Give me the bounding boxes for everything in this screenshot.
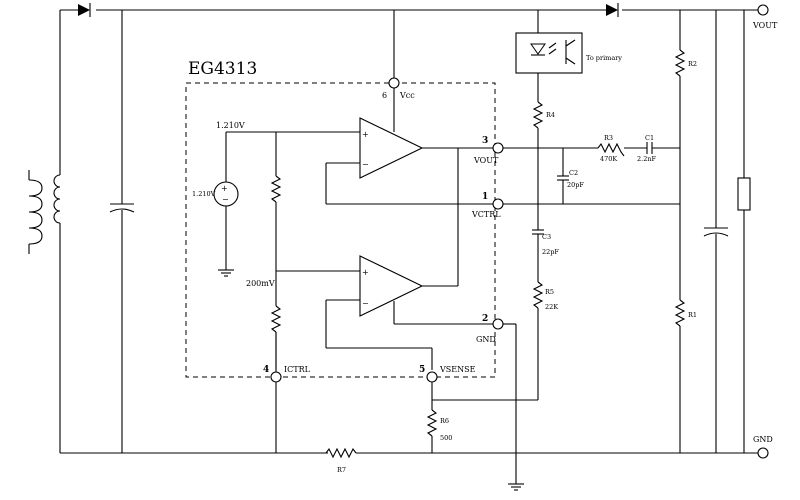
- pin-3-label: VOUT: [473, 156, 499, 165]
- c1-value: 2.2nF: [637, 155, 657, 163]
- error-amplifier: + −: [359, 117, 424, 179]
- capacitor-c2: [557, 175, 569, 181]
- c3-label: C3: [542, 233, 551, 241]
- r2-label: R2: [688, 60, 697, 68]
- r3-label: R3: [604, 134, 613, 142]
- capacitor-c1: [646, 142, 653, 154]
- pin-6-label: Vcc: [399, 91, 415, 100]
- pin-2-label: GND: [476, 335, 496, 344]
- chip-name: EG4313: [188, 59, 257, 79]
- svg-text:−: −: [222, 195, 229, 204]
- output-diode: [606, 3, 619, 17]
- resistor-r1: [674, 299, 686, 327]
- r3-value: 470K: [600, 155, 617, 163]
- r5-value: 22K: [545, 303, 558, 311]
- divider-resistor-bottom: [270, 305, 282, 333]
- internal-ground: [218, 269, 234, 277]
- r7-label: R7: [337, 466, 346, 474]
- reference-voltage-source: + −: [213, 181, 239, 207]
- pin-5-number: 5: [419, 365, 425, 375]
- gnd-label: GND: [753, 435, 773, 444]
- r5-label: R5: [545, 288, 554, 296]
- resistor-r3: [597, 142, 625, 157]
- pin-1-label: VCTRL: [471, 210, 501, 219]
- pin-3-vout: [492, 142, 504, 154]
- load-resistor: [737, 177, 751, 211]
- gnd-terminal[interactable]: [757, 447, 769, 459]
- pin-4-number: 4: [263, 365, 269, 375]
- mid-voltage: 200mV: [246, 279, 275, 288]
- input-diode: [78, 3, 91, 17]
- resistor-r7: [325, 447, 357, 459]
- output-capacitor: [703, 10, 729, 453]
- pin-1-vctrl: [492, 198, 504, 210]
- vref-source-label: 1.210V: [192, 190, 216, 198]
- ic-boundary: [185, 82, 496, 378]
- resistor-r5: [532, 281, 544, 309]
- vref-value: 1.210V: [216, 121, 245, 130]
- input-capacitor: [109, 10, 135, 453]
- transformer-coil: [28, 10, 61, 453]
- r4-label: R4: [546, 111, 555, 119]
- pin-4-label: ICTRL: [284, 365, 311, 374]
- pin-3-number: 3: [482, 136, 488, 146]
- pin-2-gnd: [492, 318, 504, 330]
- c1-label: C1: [645, 134, 654, 142]
- svg-text:−: −: [362, 160, 369, 169]
- opto-label: To primary: [586, 54, 622, 62]
- vout-terminal[interactable]: [757, 4, 769, 16]
- c2-label: C2: [569, 169, 578, 177]
- current-amplifier: + −: [359, 255, 424, 317]
- c3-value: 22pF: [542, 248, 559, 256]
- pin-5-vsense: [426, 371, 438, 383]
- pin-1-number: 1: [482, 192, 488, 202]
- divider-resistor-top: [270, 175, 282, 203]
- pin-6-vcc: [388, 77, 400, 89]
- r6-label: R6: [440, 417, 449, 425]
- resistor-r2: [674, 49, 686, 77]
- pin-6-number: 6: [382, 91, 387, 100]
- pin-2-number: 2: [482, 314, 488, 324]
- pin-5-label: VSENSE: [439, 365, 476, 374]
- resistor-r6: [426, 409, 438, 437]
- r6-value: 500: [440, 434, 452, 442]
- svg-text:+: +: [362, 130, 369, 139]
- c2-value: 20pF: [567, 181, 584, 189]
- vout-label: VOUT: [752, 21, 778, 30]
- resistor-r4: [532, 101, 544, 129]
- svg-text:+: +: [362, 268, 369, 277]
- pin-4-ictrl: [270, 371, 282, 383]
- ground-symbol: [508, 483, 524, 491]
- optocoupler: [515, 32, 583, 74]
- svg-text:+: +: [221, 184, 228, 193]
- r1-label: R1: [688, 311, 697, 319]
- svg-text:−: −: [362, 299, 369, 308]
